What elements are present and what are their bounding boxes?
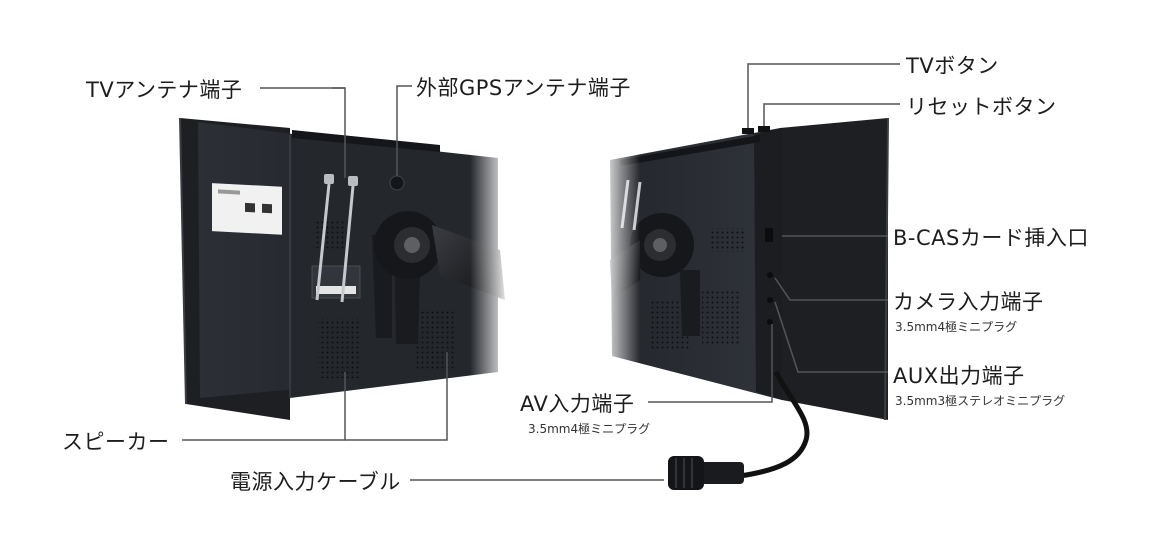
right-device: [600, 117, 889, 421]
label-av-input-sub: 3.5mm4極ミニプラグ: [528, 422, 651, 436]
label-tv-button: TVボタン: [906, 54, 999, 78]
label-tv-antenna: TVアンテナ端子: [86, 78, 243, 102]
label-aux-output-sub: 3.5mm3極ステレオミニプラグ: [895, 394, 1066, 408]
leader-lines: [182, 63, 900, 481]
label-power-cable: 電源入力ケーブル: [230, 470, 401, 494]
label-speaker: スピーカー: [62, 430, 170, 454]
label-bcas-slot: B-CASカード挿入口: [893, 226, 1089, 250]
label-gps-antenna: 外部GPSアンテナ端子: [416, 76, 631, 100]
label-av-input: AV入力端子: [520, 392, 635, 416]
left-device: [179, 117, 510, 420]
label-reset-button: リセットボタン: [906, 95, 1057, 119]
label-aux-output: AUX出力端子: [893, 364, 1025, 388]
label-camera-input-sub: 3.5mm4極ミニプラグ: [895, 320, 1018, 334]
power-cable: [668, 370, 810, 490]
label-camera-input: カメラ入力端子: [893, 290, 1044, 314]
